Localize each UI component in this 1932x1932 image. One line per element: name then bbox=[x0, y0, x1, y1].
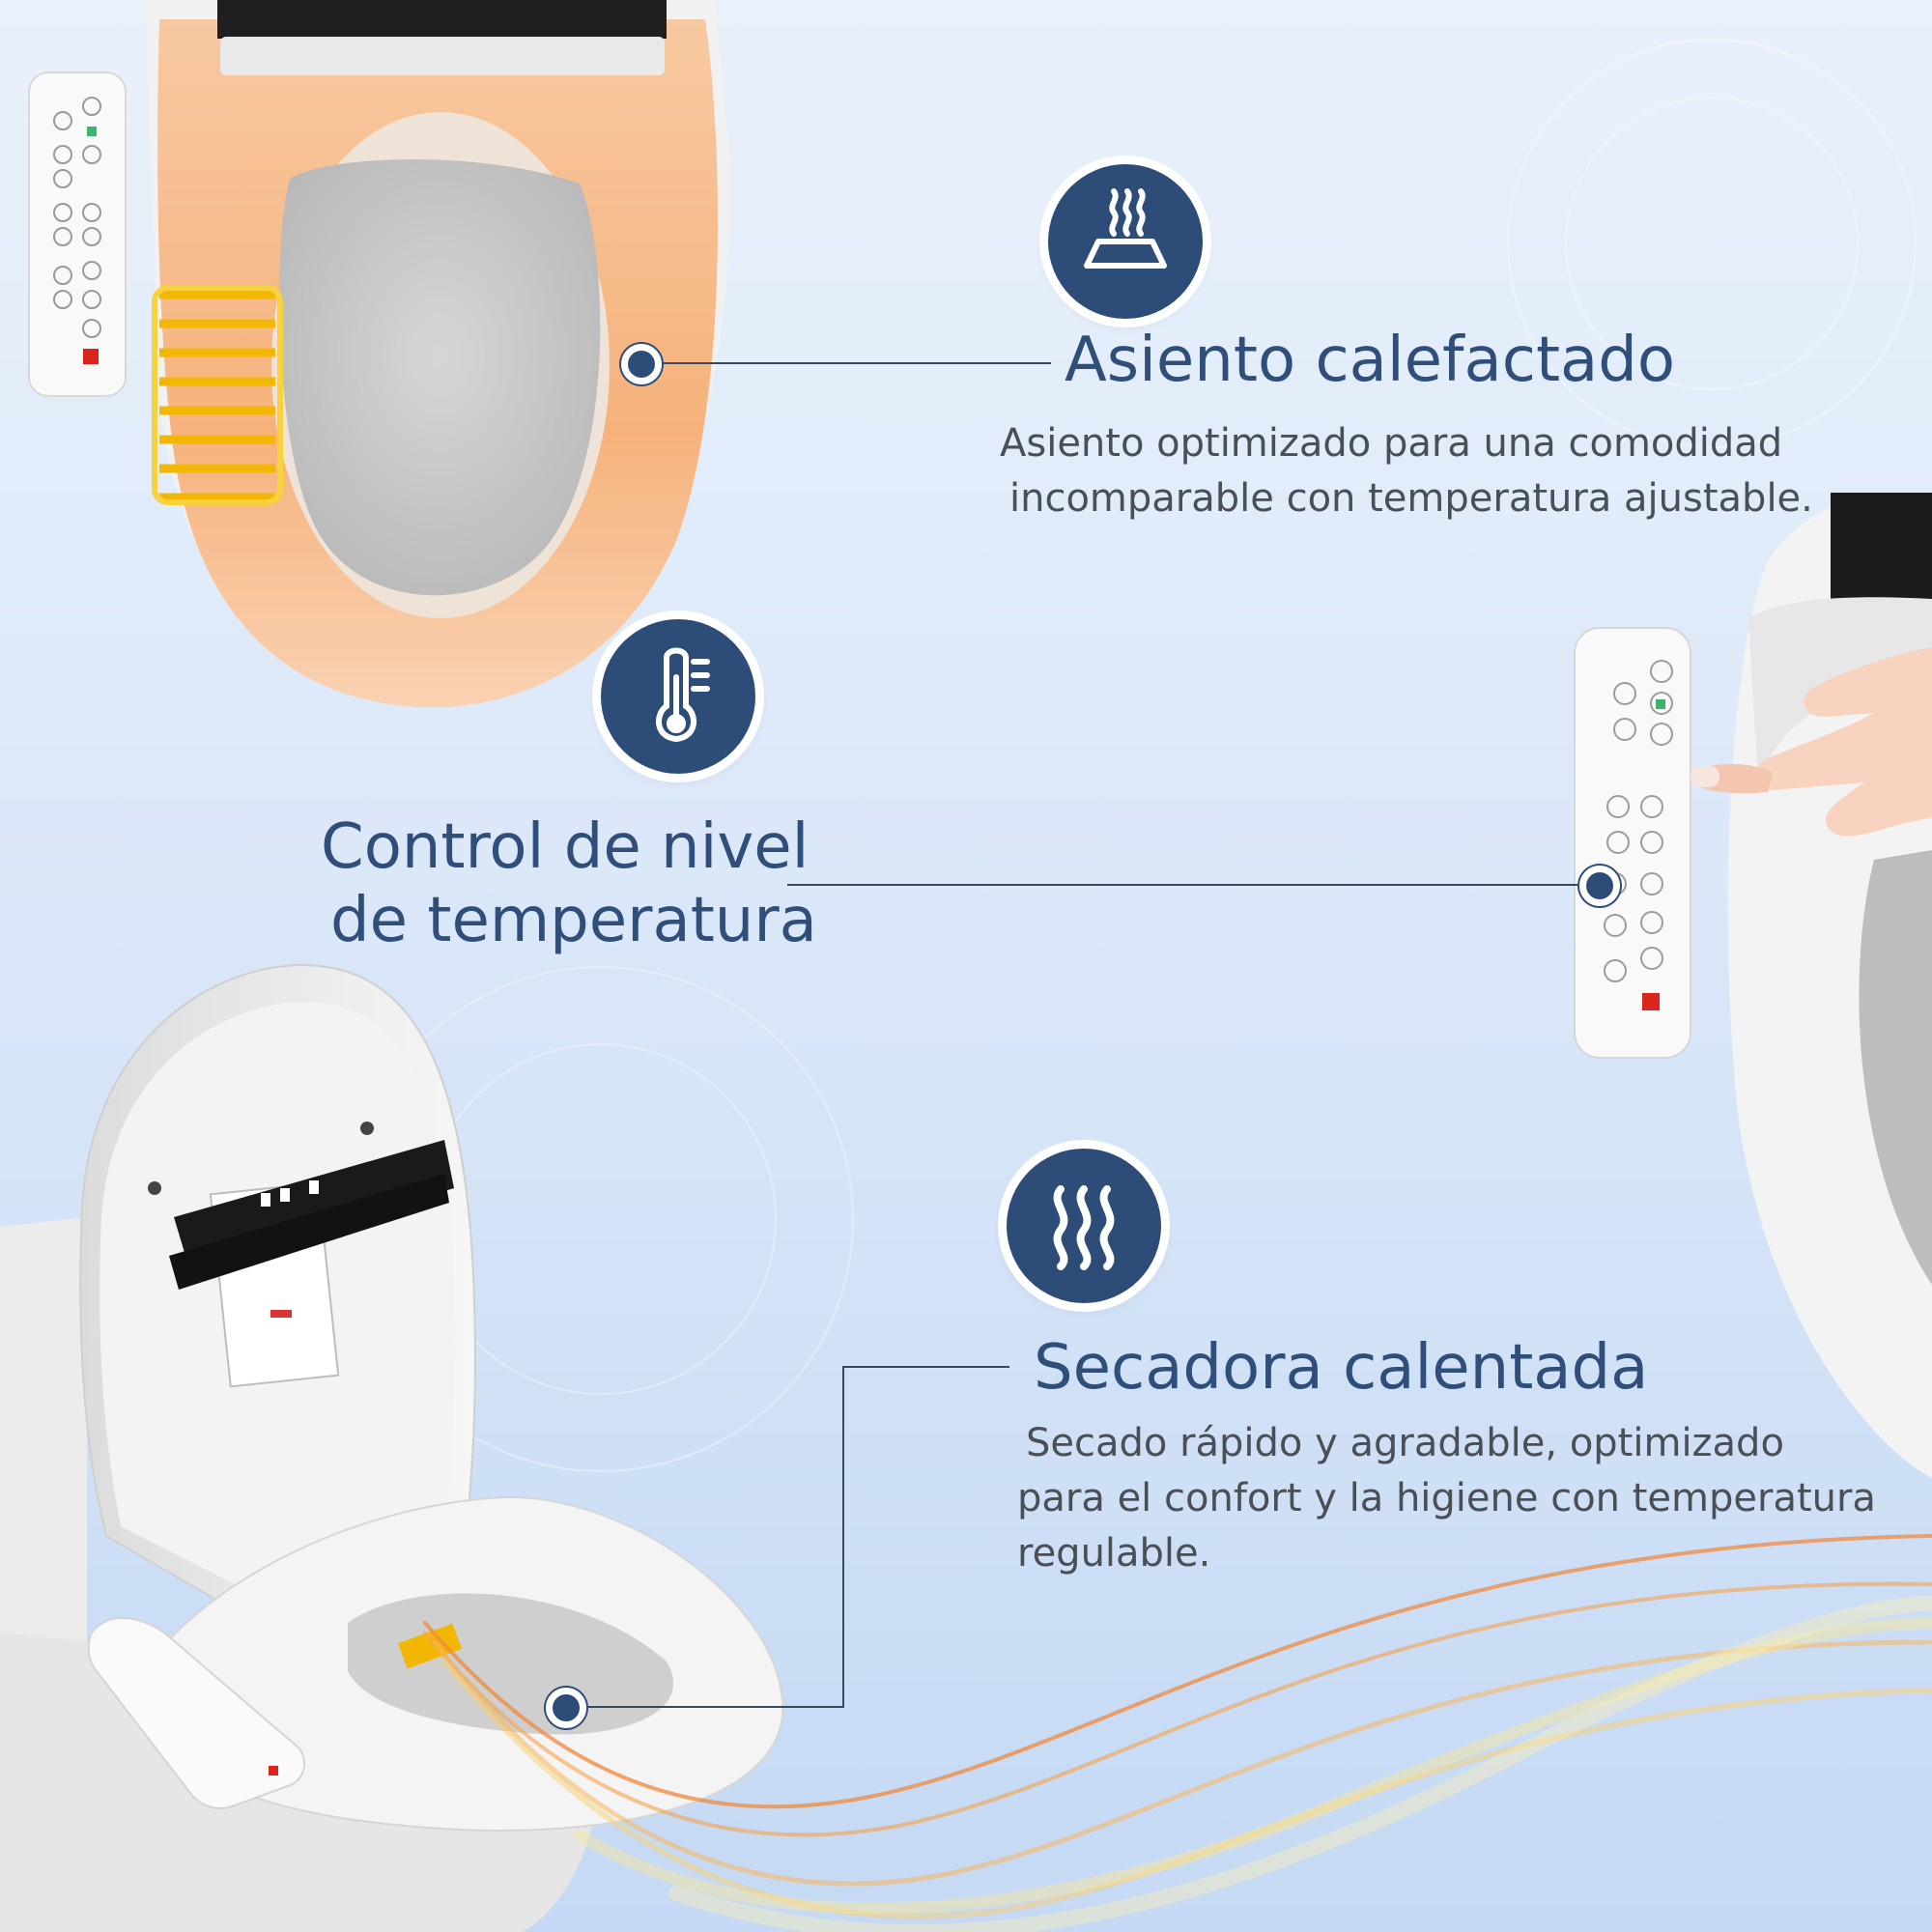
heated-dryer-description-line2: para el confort y la higiene con tempera… bbox=[1017, 1476, 1876, 1520]
background-ripple bbox=[1565, 97, 1859, 390]
pointer-dot-dryer bbox=[546, 1688, 586, 1728]
connector-line-temperature-control bbox=[787, 884, 1599, 886]
heated-seat-illustration bbox=[28, 0, 730, 708]
heated-seat-description-line2: incomparable con temperatura ajustable. bbox=[1009, 476, 1813, 521]
heated-seat-description-line1: Asiento optimizado para una comodidad bbox=[1000, 421, 1783, 466]
heat-flow-streams bbox=[423, 1534, 1932, 1932]
temperature-control-title-line2: de temperatura bbox=[330, 885, 817, 956]
connector-line-dryer-bottom bbox=[580, 1706, 844, 1708]
connector-line-dryer-vertical bbox=[842, 1366, 844, 1708]
heated-dryer-description-line3: regulable. bbox=[1017, 1531, 1211, 1576]
heat-waves-icon bbox=[1007, 1149, 1161, 1303]
thermometer-icon bbox=[601, 619, 755, 774]
pointer-dot-temperature-control bbox=[1579, 866, 1620, 906]
temperature-control-title-line1: Control de nivel bbox=[321, 811, 810, 883]
heated-dryer-title: Secadora calentada bbox=[1034, 1332, 1649, 1404]
heated-seat-icon bbox=[1048, 164, 1203, 319]
connector-line-dryer-top bbox=[842, 1366, 1009, 1368]
remote-control-illustration bbox=[1574, 493, 1932, 1478]
heated-dryer-description-line1: Secado rápido y agradable, optimizado bbox=[1026, 1421, 1784, 1465]
background-ripple bbox=[1507, 39, 1917, 448]
pointer-dot-heated-seat bbox=[621, 344, 662, 384]
connector-line-heated-seat bbox=[640, 362, 1051, 364]
heated-seat-title: Asiento calefactado bbox=[1065, 325, 1676, 396]
